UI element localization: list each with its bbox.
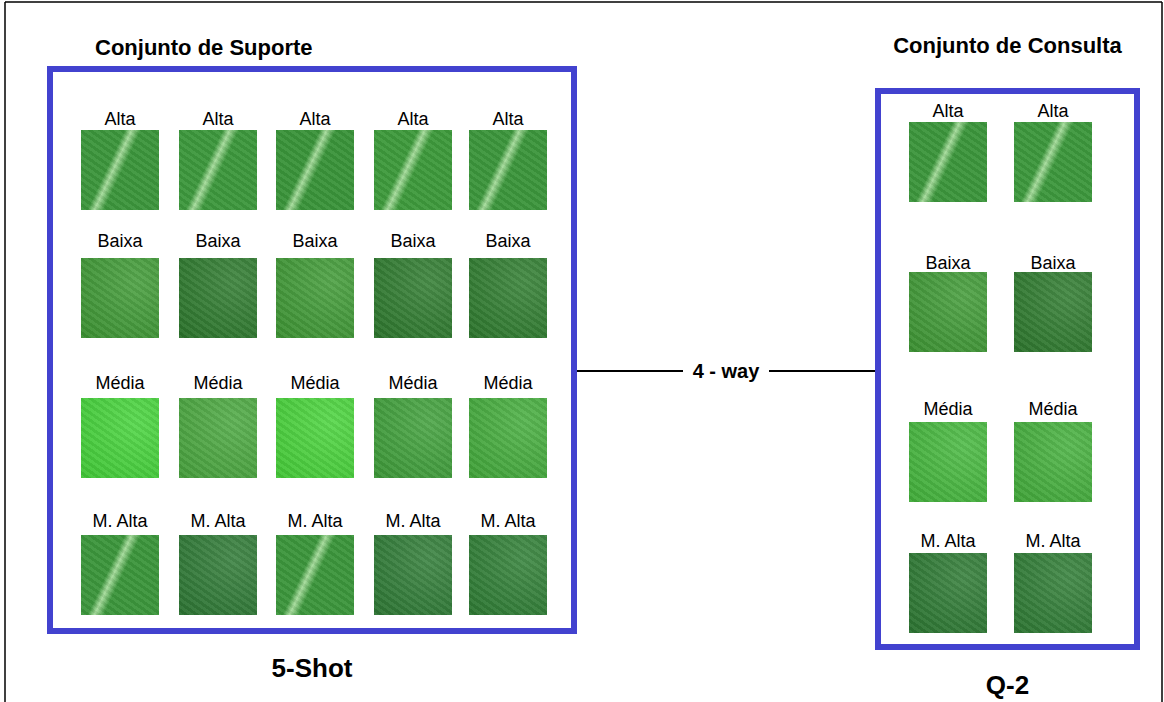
class-label: Baixa [468,230,548,252]
class-label: M. Alta [178,510,258,532]
leaf-image [179,258,257,338]
sample-tile: Média [908,398,988,502]
class-label: Baixa [275,230,355,252]
sample-tile: Baixa [1013,252,1093,352]
class-label: Alta [468,108,548,130]
set-title: Conjunto de Suporte [95,35,313,61]
frame-line [4,2,6,702]
sample-tile: Média [275,372,355,478]
leaf-image [374,535,452,615]
leaf-image [276,398,354,478]
frame-line [1161,2,1163,702]
frame-line [5,1,1162,3]
class-label: Média [80,372,160,394]
sample-tile: M. Alta [275,510,355,615]
class-label: Média [373,372,453,394]
leaf-image [469,258,547,338]
sample-tile: Alta [373,108,453,210]
sample-tile: M. Alta [908,530,988,633]
class-label: Baixa [178,230,258,252]
leaf-image [469,130,547,210]
leaf-image [81,258,159,338]
class-label: Baixa [373,230,453,252]
class-label: Baixa [1013,252,1093,274]
class-label: M. Alta [80,510,160,532]
leaf-image [81,130,159,210]
sample-tile: Alta [80,108,160,210]
class-label: Média [178,372,258,394]
leaf-image [276,130,354,210]
leaf-image [909,553,987,633]
sample-tile: Média [178,372,258,478]
leaf-image [469,535,547,615]
leaf-image [1014,553,1092,633]
sample-tile: Média [373,372,453,478]
set-footer: 5-Shot [13,653,611,683]
sample-tile: M. Alta [80,510,160,615]
set-box: Conjunto de Suporte5-ShotAltaAltaAltaAlt… [47,66,577,634]
leaf-image [179,130,257,210]
set-box: Conjunto de ConsultaQ-2AltaAltaBaixaBaix… [875,88,1140,650]
sample-tile: Baixa [468,230,548,338]
leaf-image [1014,422,1092,502]
sample-tile: Alta [275,108,355,210]
sample-tile: M. Alta [1013,530,1093,633]
sample-tile: Alta [468,108,548,210]
sample-tile: Baixa [80,230,160,338]
leaf-image [374,398,452,478]
leaf-image [276,535,354,615]
class-label: Média [908,398,988,420]
class-label: Baixa [80,230,160,252]
sample-tile: Alta [908,100,988,202]
leaf-image [179,398,257,478]
set-title: Conjunto de Consulta [801,33,1164,59]
sample-tile: M. Alta [373,510,453,615]
set-footer: Q-2 [841,670,1164,700]
sample-tile: Alta [178,108,258,210]
sample-tile: Baixa [373,230,453,338]
class-label: M. Alta [468,510,548,532]
leaf-image [81,398,159,478]
class-label: M. Alta [1013,530,1093,552]
sample-tile: M. Alta [468,510,548,615]
leaf-image [909,272,987,352]
class-label: Alta [275,108,355,130]
sample-tile: Média [80,372,160,478]
sample-tile: Média [468,372,548,478]
leaf-image [276,258,354,338]
class-label: Alta [908,100,988,122]
class-label: Média [468,372,548,394]
leaf-image [374,258,452,338]
class-label: Baixa [908,252,988,274]
class-label: Alta [178,108,258,130]
class-label: Alta [373,108,453,130]
class-label: Alta [1013,100,1093,122]
leaf-image [1014,272,1092,352]
class-label: Média [1013,398,1093,420]
class-label: M. Alta [373,510,453,532]
sample-tile: M. Alta [178,510,258,615]
edge-label: 4 - way [683,359,770,383]
sample-tile: Alta [1013,100,1093,202]
sample-tile: Baixa [178,230,258,338]
leaf-image [909,122,987,202]
leaf-image [909,422,987,502]
class-label: M. Alta [275,510,355,532]
sample-tile: Média [1013,398,1093,502]
class-label: M. Alta [908,530,988,552]
leaf-image [81,535,159,615]
sample-tile: Baixa [908,252,988,352]
leaf-image [1014,122,1092,202]
leaf-image [179,535,257,615]
class-label: Alta [80,108,160,130]
sample-tile: Baixa [275,230,355,338]
class-label: Média [275,372,355,394]
leaf-image [374,130,452,210]
leaf-image [469,398,547,478]
